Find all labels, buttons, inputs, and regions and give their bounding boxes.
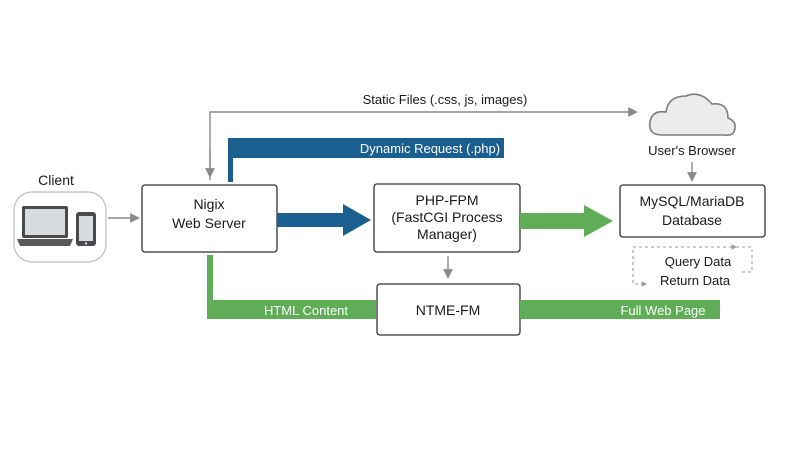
browser-label: User's Browser <box>648 143 736 158</box>
phpfpm-to-database-arrow <box>520 205 613 237</box>
dynamic-request-label: Dynamic Request (.php) <box>360 141 500 156</box>
client-label: Client <box>38 172 74 188</box>
nginx-to-phpfpm-arrow <box>277 204 371 236</box>
output-label: NTME-FM <box>416 302 481 318</box>
laptop-icon <box>17 206 73 246</box>
phpfpm-label-line1: PHP-FPM <box>416 192 479 208</box>
nginx-label-line1: Nigix <box>193 196 224 212</box>
client-device-group <box>13 191 107 263</box>
nginx-label-line2: Web Server <box>172 215 246 231</box>
database-box <box>619 184 766 238</box>
cloud-icon <box>648 93 736 136</box>
phpfpm-label-line3: Manager) <box>417 226 477 242</box>
full-web-page-band <box>520 300 720 319</box>
database-label-line2: Database <box>662 212 722 228</box>
dynamic-request-band <box>228 138 504 182</box>
query-return-loop <box>632 244 753 287</box>
html-content-band <box>207 255 376 319</box>
phone-icon <box>76 212 96 246</box>
static-files-label: Static Files (.css, js, images) <box>363 92 528 107</box>
query-data-label: Query Data <box>665 254 732 269</box>
return-data-label: Return Data <box>660 273 731 288</box>
full-web-page-label: Full Web Page <box>620 303 705 318</box>
database-label-line1: MySQL/MariaDB <box>639 193 744 209</box>
html-content-label: HTML Content <box>264 303 348 318</box>
phpfpm-label-line2: (FastCGI Process <box>391 209 502 225</box>
